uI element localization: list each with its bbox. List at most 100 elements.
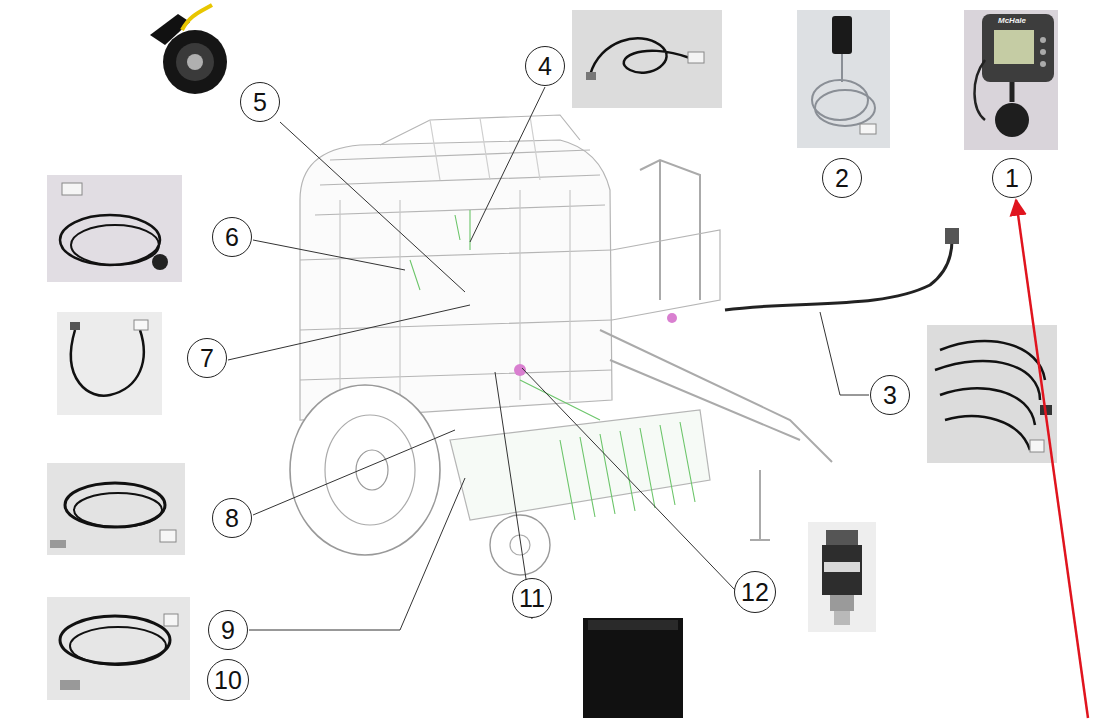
callout-circle: 6 (212, 217, 252, 257)
callout-circle: 1 (992, 158, 1032, 198)
logo-text: McHale (998, 16, 1026, 25)
callout-number: 6 (225, 225, 239, 250)
art-part (822, 545, 862, 595)
art-part (1040, 37, 1046, 43)
art-part (688, 52, 704, 63)
art-part (588, 620, 678, 630)
art-part (300, 250, 612, 380)
art-part (65, 483, 165, 527)
art-part (1010, 82, 1015, 102)
connector-cable-photo (797, 10, 890, 148)
art-part (47, 463, 185, 555)
leader-lines (228, 87, 869, 630)
art-part (325, 415, 415, 525)
art-part (1040, 61, 1046, 67)
callout-number: 5 (253, 90, 267, 115)
art-part (974, 60, 985, 120)
callout-circle: 12 (734, 571, 776, 613)
cable-photo-7 (57, 312, 162, 415)
callout-number: 10 (214, 668, 242, 693)
art-part (164, 614, 178, 626)
art-part (994, 30, 1034, 64)
art-part (834, 611, 850, 625)
callout-circle: 11 (512, 578, 552, 618)
art-part (812, 80, 868, 120)
art-part (47, 175, 182, 282)
art-part (430, 116, 540, 180)
sensor-cable-photo (572, 10, 722, 108)
art-part (820, 312, 869, 395)
art-part (74, 493, 162, 527)
callout-number: 11 (519, 586, 545, 611)
art-part (470, 87, 545, 242)
pressure-sensor-photo (808, 522, 876, 632)
pulley-photo (150, 5, 227, 94)
art-part (71, 225, 159, 265)
art-part (60, 680, 80, 690)
art-part (826, 530, 858, 545)
art-part (583, 618, 683, 718)
art-part (228, 305, 470, 360)
art-part (725, 240, 952, 310)
art-part (797, 10, 890, 148)
callout-number: 2 (835, 166, 849, 191)
art-part (945, 228, 959, 244)
art-part (187, 54, 203, 70)
art-part (490, 515, 550, 575)
art-part (70, 627, 166, 665)
art-part (300, 140, 612, 420)
art-part (47, 597, 190, 700)
callout-circle: 10 (207, 659, 249, 701)
art-part (612, 230, 720, 320)
art-part (572, 10, 722, 108)
callout-number: 7 (200, 346, 214, 371)
art-part (860, 124, 876, 134)
art-part (71, 330, 144, 396)
art-part (1030, 440, 1044, 452)
callout-number: 3 (883, 383, 897, 408)
red-arrow (1016, 200, 1088, 718)
art-part (152, 254, 168, 270)
callout-circle: 8 (212, 498, 252, 538)
art-part (815, 90, 875, 126)
art-part (450, 410, 710, 520)
harness-photo-6 (47, 175, 182, 282)
callout-number: 1 (1005, 166, 1019, 191)
control-box (583, 618, 683, 718)
art-part (290, 385, 440, 555)
art-part (50, 540, 66, 548)
art-part (522, 368, 735, 590)
callout-circle: 7 (187, 338, 227, 378)
art-part (70, 322, 80, 330)
art-part (57, 312, 162, 415)
art-part (1040, 49, 1046, 55)
art-part (315, 150, 605, 215)
art-part (163, 30, 227, 94)
cable-photo-9-10 (47, 597, 190, 700)
art-part (982, 14, 1054, 82)
art-part (995, 103, 1029, 137)
art-part (253, 240, 405, 270)
art-part (253, 430, 455, 515)
art-part (667, 313, 677, 323)
hydraulic-marks (514, 313, 677, 376)
cable-photo-8 (47, 463, 185, 555)
art-part (935, 341, 1045, 450)
green-parts (410, 210, 695, 520)
cable-3 (725, 228, 959, 310)
monitor-photo (964, 10, 1058, 150)
art-part (560, 422, 695, 520)
baler-drawing (290, 115, 832, 575)
art-part (841, 54, 843, 82)
art-part (586, 72, 596, 80)
art-part (160, 530, 176, 542)
art-part (134, 320, 148, 330)
art-part (410, 210, 600, 420)
art-part (60, 616, 170, 664)
callout-circle: 2 (822, 158, 862, 198)
art-part (249, 478, 465, 630)
art-part (280, 122, 465, 292)
